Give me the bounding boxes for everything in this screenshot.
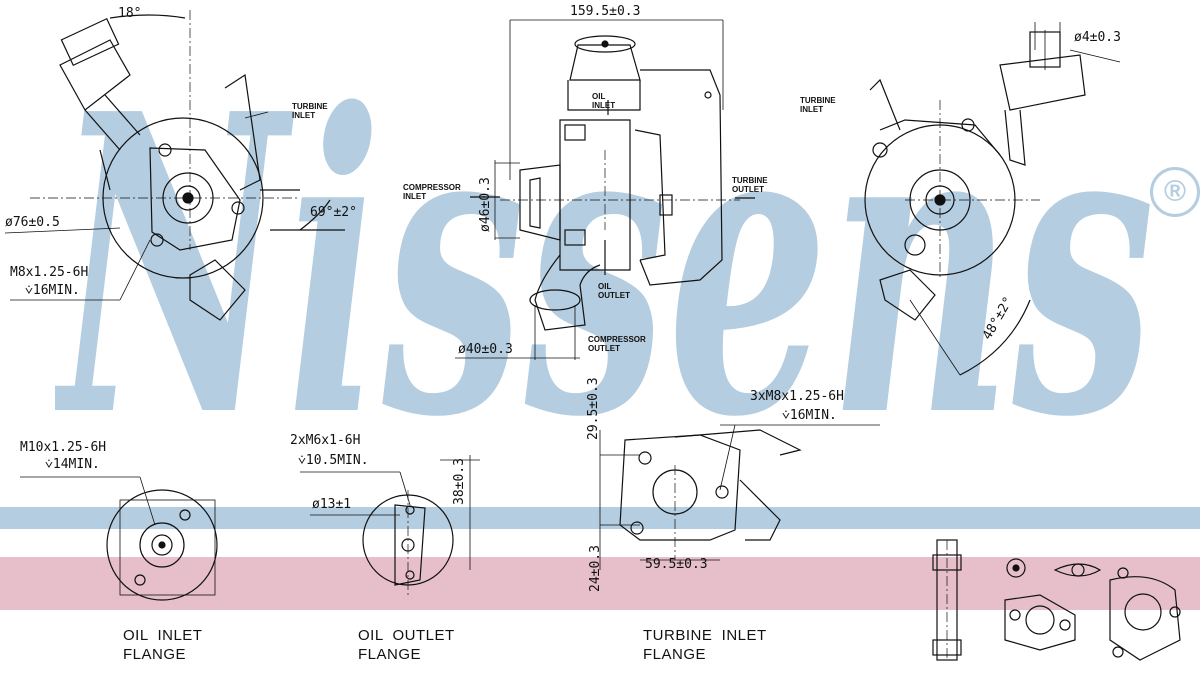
dim-angle-18: 18° <box>118 6 142 21</box>
label-turbine-outlet: TURBINE OUTLET <box>732 176 768 194</box>
watermark-text: Nissens <box>55 25 1155 450</box>
dim-depth-14: ⩒14MIN. <box>45 457 100 472</box>
dim-len-38: 38±0.3 <box>452 458 467 505</box>
dim-depth-10: ⩒10.5MIN. <box>298 453 369 468</box>
label-compressor-inlet: COMPRESSOR INLET <box>403 183 461 201</box>
small-parts-drawing <box>932 539 1181 661</box>
dim-len-59: 59.5±0.3 <box>645 557 708 572</box>
dim-len-29: 29.5±0.3 <box>586 377 601 440</box>
dim-width-159: 159.5±0.3 <box>570 4 641 19</box>
dim-depth-16-left: ⩒16MIN. <box>25 283 80 298</box>
right-view-drawing <box>864 22 1121 376</box>
watermark-logo: Nissens <box>55 25 1155 450</box>
dim-thread-m8: M8x1.25-6H <box>10 265 89 280</box>
caption-turbine-inlet-flange: TURBINE INLET FLANGE <box>643 627 767 663</box>
dim-thread-m6: 2xM6x1-6H <box>290 433 361 448</box>
oil-outlet-flange-drawing <box>300 455 480 595</box>
left-view-drawing <box>4 10 345 321</box>
label-turbine-inlet-left: TURBINE INLET <box>292 102 328 120</box>
registered-mark: ® <box>1150 167 1200 217</box>
label-oil-inlet: OIL INLET <box>592 92 616 110</box>
dim-dia-4: ø4±0.3 <box>1074 30 1121 45</box>
dim-depth-16-right: ⩒16MIN. <box>782 408 837 423</box>
dim-dia-40: ø40±0.3 <box>458 342 513 357</box>
center-view-drawing <box>455 19 755 360</box>
dim-thread-3xm8: 3xM8x1.25-6H <box>750 389 844 404</box>
dim-thread-m10: M10x1.25-6H <box>20 440 107 455</box>
caption-oil-inlet-flange: OIL INLET FLANGE <box>123 627 203 663</box>
label-compressor-outlet: COMPRESSOR OUTLET <box>588 335 646 353</box>
dim-angle-69: 69°±2° <box>310 205 357 220</box>
dim-len-24: 24±0.3 <box>588 545 603 592</box>
dim-dia-13: ø13±1 <box>312 497 352 512</box>
label-turbine-inlet-right: TURBINE INLET <box>800 96 836 114</box>
dim-dia-46: ø46±0.3 <box>478 177 493 232</box>
oil-inlet-flange-drawing <box>20 476 218 601</box>
label-oil-outlet: OIL OUTLET <box>598 282 630 300</box>
turbine-inlet-flange-drawing <box>599 424 880 570</box>
caption-oil-outlet-flange: OIL OUTLET FLANGE <box>358 627 455 663</box>
dim-dia-76: ø76±0.5 <box>5 215 60 230</box>
